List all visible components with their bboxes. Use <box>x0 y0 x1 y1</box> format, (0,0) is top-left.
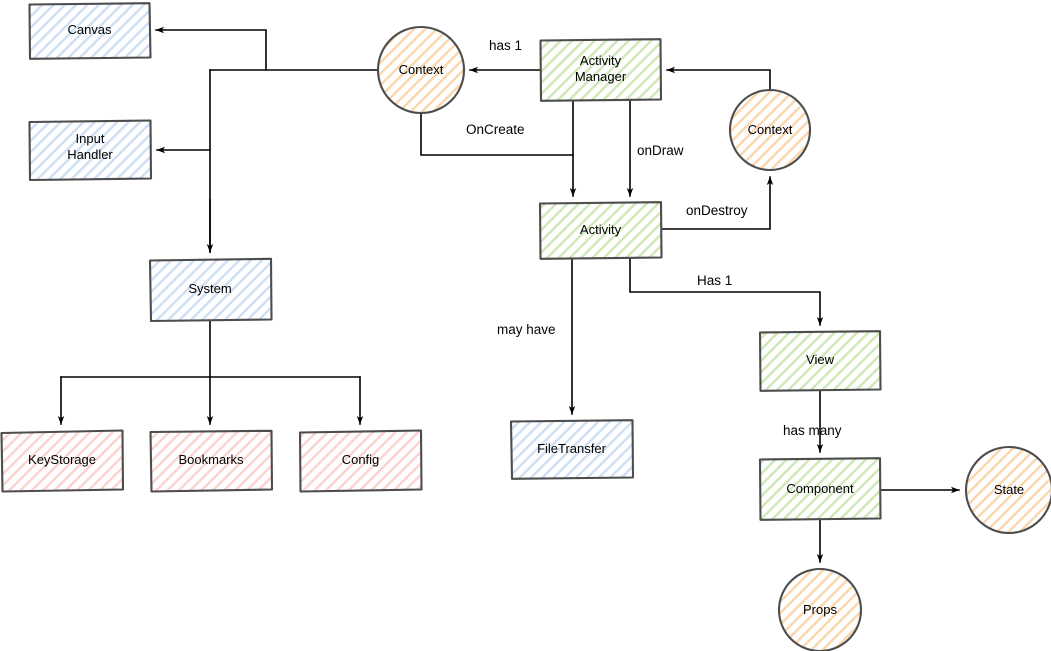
node-system-shape <box>148 257 273 323</box>
edge-label-has-many: has many <box>783 423 842 438</box>
edge-label-may-have: may have <box>497 322 556 337</box>
edge-label-has-1-view: Has 1 <box>697 273 733 288</box>
node-bookmarks-shape <box>149 429 274 493</box>
edge-context-oncreate <box>420 113 574 156</box>
node-props-shape <box>777 567 863 651</box>
node-canvas-shape <box>28 2 152 60</box>
node-component-shape <box>758 457 882 521</box>
node-context-left-shape <box>376 25 466 115</box>
node-keystorage-shape <box>0 429 125 493</box>
node-activity-shape <box>538 201 663 260</box>
edge-activity-ondestroy <box>661 176 774 230</box>
node-config-shape <box>298 429 423 493</box>
node-filetransfer-shape <box>509 419 635 480</box>
edge-label-ondraw: onDraw <box>637 143 684 158</box>
edge-ctxright-to-am <box>666 66 771 90</box>
edge-activity-to-view <box>629 258 824 326</box>
edge-label-oncreate: OnCreate <box>466 122 525 137</box>
edge-label-ondestroy: onDestroy <box>686 203 748 218</box>
node-view-shape <box>758 330 882 392</box>
edge-label-has-1: has 1 <box>489 38 523 53</box>
node-input-handler-shape <box>28 119 153 182</box>
node-activity-manager-shape <box>539 38 663 102</box>
node-context-right-shape <box>728 88 812 172</box>
node-state-shape <box>964 445 1051 535</box>
edge-context-to-canvas <box>155 26 267 71</box>
